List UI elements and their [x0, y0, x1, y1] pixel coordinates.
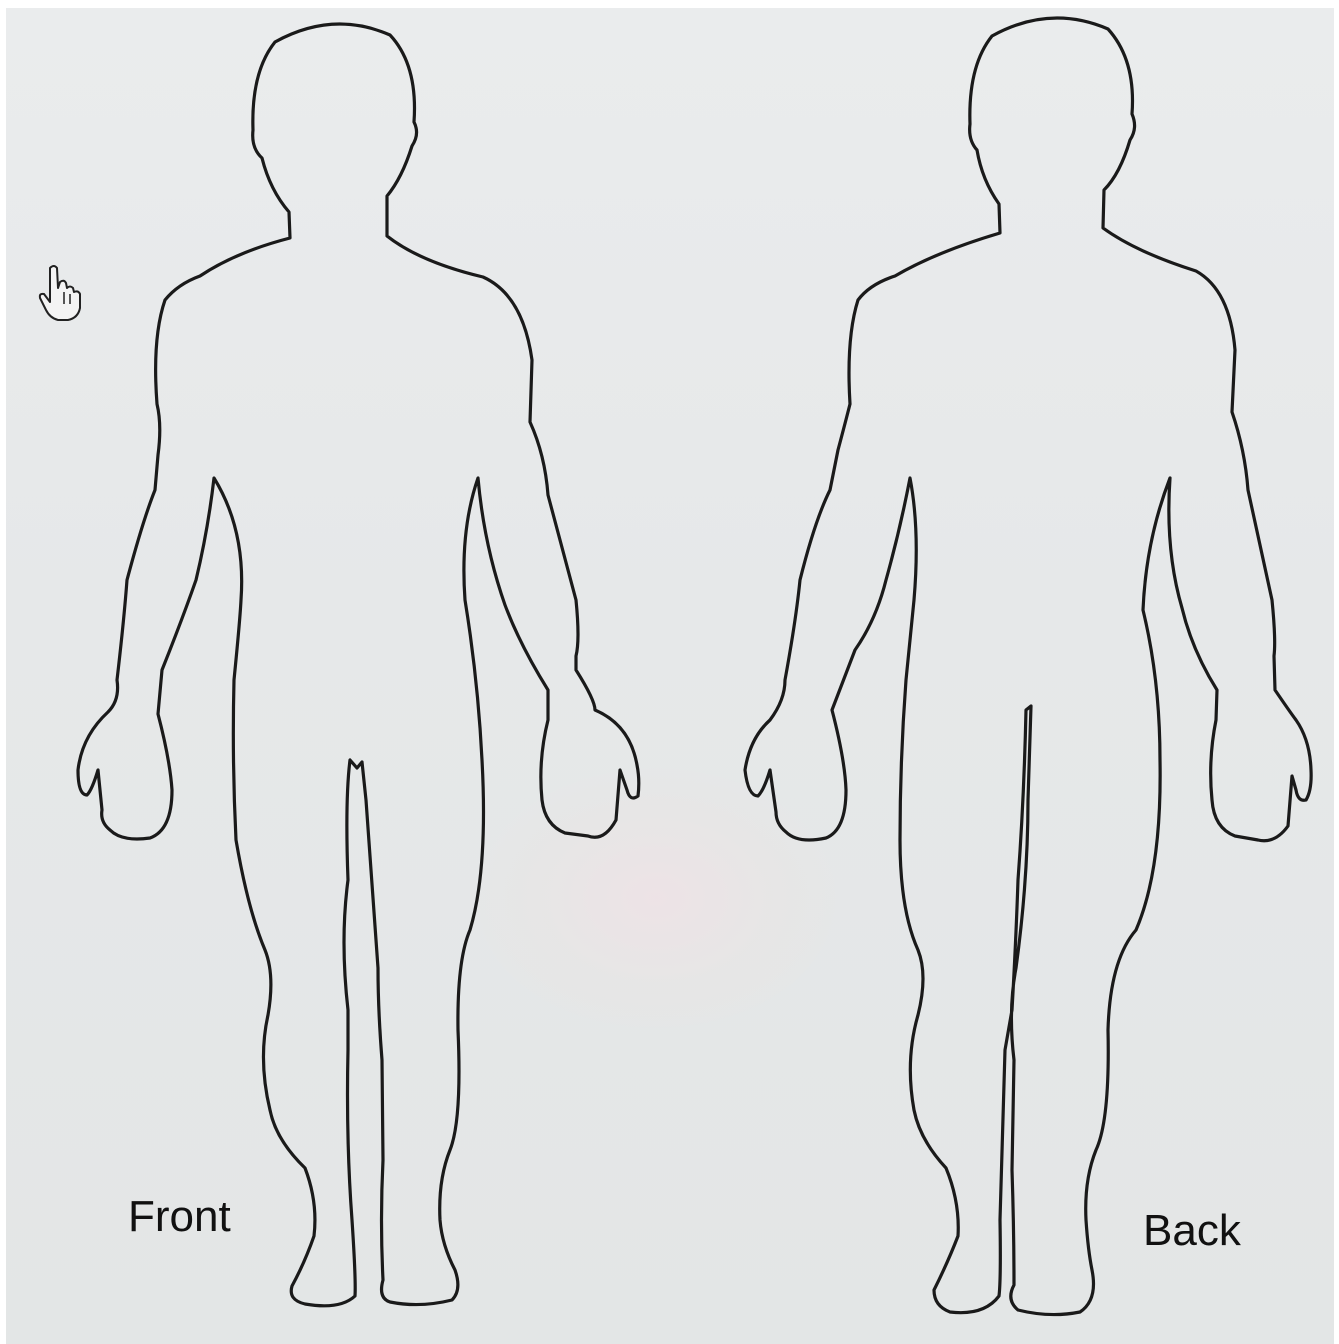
hand-pointer-icon	[36, 262, 84, 322]
back-body-outline	[745, 18, 1311, 1315]
back-body-figure[interactable]	[745, 18, 1311, 1315]
back-label: Back	[1143, 1209, 1241, 1253]
front-body-figure[interactable]	[78, 24, 639, 1306]
front-body-outline	[78, 24, 639, 1306]
front-label: Front	[128, 1195, 231, 1239]
